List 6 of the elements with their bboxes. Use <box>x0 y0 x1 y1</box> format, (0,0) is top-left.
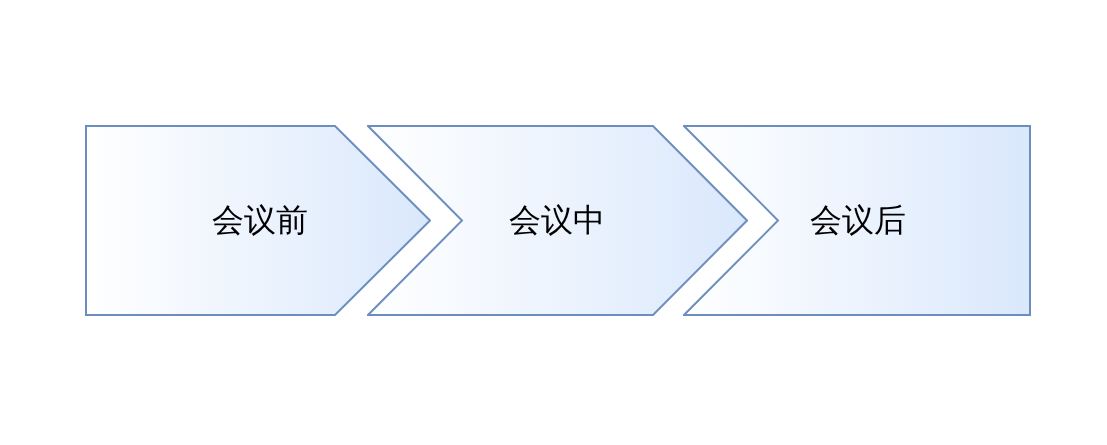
chevron-shape <box>85 125 431 316</box>
stage-label: 会议前 <box>212 199 308 241</box>
stage-label: 会议中 <box>509 199 605 241</box>
chevron-shape <box>683 125 1031 316</box>
stage-label: 会议后 <box>810 199 906 241</box>
chevron-shape <box>367 125 748 316</box>
